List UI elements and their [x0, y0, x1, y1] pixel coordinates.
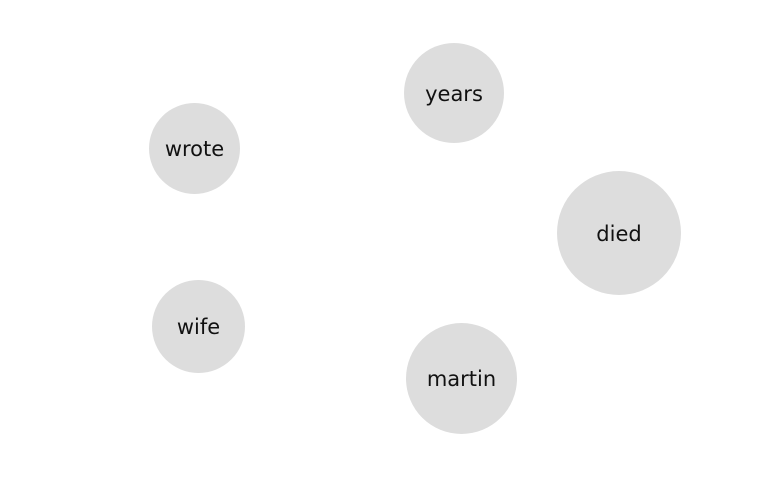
- bubble-label: martin: [426, 367, 497, 391]
- bubble-martin: martin: [406, 323, 517, 434]
- bubble-wrote: wrote: [149, 103, 240, 194]
- bubble-wife: wife: [152, 280, 245, 373]
- bubble-years: years: [404, 43, 504, 143]
- bubble-label: wrote: [164, 137, 225, 161]
- bubble-label: died: [596, 221, 642, 246]
- bubble-label: wife: [176, 315, 221, 339]
- bubble-label: years: [425, 81, 483, 106]
- bubble-died: died: [557, 171, 681, 295]
